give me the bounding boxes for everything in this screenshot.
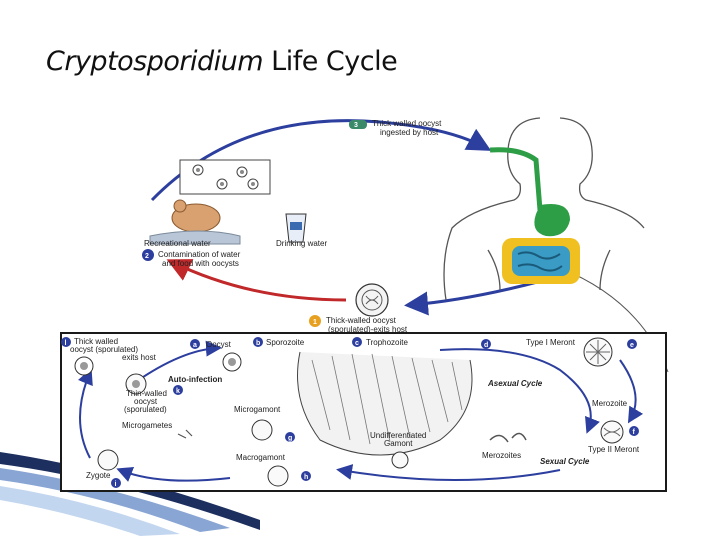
stage-i-label: Zygote [86, 471, 111, 480]
step-2-badge [142, 249, 154, 261]
merozoite-return-arrow [619, 359, 644, 424]
intestinal-villus [297, 351, 473, 456]
auto-infection-label: Auto-infection [168, 375, 222, 384]
gamete-loop-arrow [116, 467, 231, 482]
water-contamination-scene: Recreational water Drinking water [144, 159, 327, 248]
digestive-tract [489, 147, 580, 284]
step-1-label: 1 Thick-walled oocyst (sporulated)-exits… [309, 315, 408, 334]
step-2-label: 2 Contamination of water and food with o… [142, 249, 241, 268]
stage-g-badge: g [288, 435, 292, 442]
sexual-loop-arrow [336, 464, 561, 481]
zygote-up-arrow [78, 368, 93, 459]
undiff-gamont-label-1: Undifferentiated [370, 431, 426, 440]
stage-e-label: Merozoite [592, 399, 628, 408]
stage-c-badge: c [355, 340, 359, 347]
title-suffix: Life Cycle [271, 46, 398, 77]
stage-a-badge: a [193, 342, 197, 349]
title-organism: Cryptosporidium [46, 46, 264, 77]
step-3-text-line1: Thick walled oocyst [372, 119, 442, 128]
stage-k-label-1: Thin-walled [126, 389, 167, 398]
stage-l-label-1: Thick walled [74, 337, 118, 346]
exit-arrow [404, 278, 546, 316]
host-silhouette [443, 117, 645, 301]
slide-title: Cryptosporidium Life Cycle [46, 46, 398, 77]
stage-h-badge: h [304, 474, 308, 481]
merozoites-label: Merozoites [482, 451, 521, 460]
stage-f-badge: f [633, 429, 636, 436]
esophagus [489, 147, 543, 211]
step-1-number: 1 [313, 319, 317, 326]
stage-d-label: Type I Meront [526, 338, 576, 347]
step-1-badge [309, 315, 321, 327]
intestinal-cycle-panel: l Thick walled oocyst (sporulated) exits… [60, 332, 667, 492]
stage-d-badge: d [484, 342, 488, 349]
stage-b-badge: b [256, 340, 260, 347]
step-3-text-line2: ingested by host [380, 128, 439, 137]
stage-k-label-3: (sporulated) [124, 405, 167, 414]
stage-k-label-2: oocyst [134, 397, 158, 406]
exit-oocyst [355, 283, 389, 317]
stage-f-label: Type II Meront [588, 445, 640, 454]
step-2-number: 2 [145, 253, 149, 260]
contamination-arrow [166, 259, 347, 302]
drinking-water-label: Drinking water [276, 239, 327, 248]
stage-g-label: Microgamont [234, 405, 281, 414]
asexual-loop-arrow [439, 348, 600, 434]
stage-i-badge: i [115, 481, 117, 488]
stage-c-label: Trophozoite [366, 338, 409, 347]
small-intestine [512, 246, 570, 276]
step-2-text-line1: Contamination of water [158, 250, 241, 259]
microgametes-label: Microgametes [122, 421, 172, 430]
stage-l-label-3: exits host [122, 353, 157, 362]
stage-h-label: Macrogamont [236, 453, 286, 462]
step-3-badge [349, 120, 367, 129]
stage-l-badge: l [65, 340, 67, 347]
stage-a-label: Oocyst [206, 340, 232, 349]
oocyst-magnified-box [179, 159, 271, 195]
stage-k-badge: k [176, 388, 180, 395]
stage-b-label: Sporozoite [266, 338, 305, 347]
stage-e-badge: e [630, 342, 634, 349]
stage-l-label-2: oocyst (sporulated) [70, 345, 138, 354]
asexual-cycle-label: Asexual Cycle [487, 379, 543, 388]
undiff-gamont-label-2: Gamont [384, 439, 413, 448]
sexual-cycle-label: Sexual Cycle [540, 457, 590, 466]
step-1-text-line1: Thick-walled oocyst [326, 316, 397, 325]
recreational-water-label: Recreational water [144, 239, 211, 248]
stomach [534, 204, 570, 237]
step-1-text-line2: (sporulated)-exits host [328, 325, 408, 334]
step-3-label: 3 Thick walled oocyst ingested by host [349, 119, 442, 137]
step-3-number: 3 [354, 122, 358, 129]
step-2-text-line2: and food with oocysts [162, 259, 239, 268]
